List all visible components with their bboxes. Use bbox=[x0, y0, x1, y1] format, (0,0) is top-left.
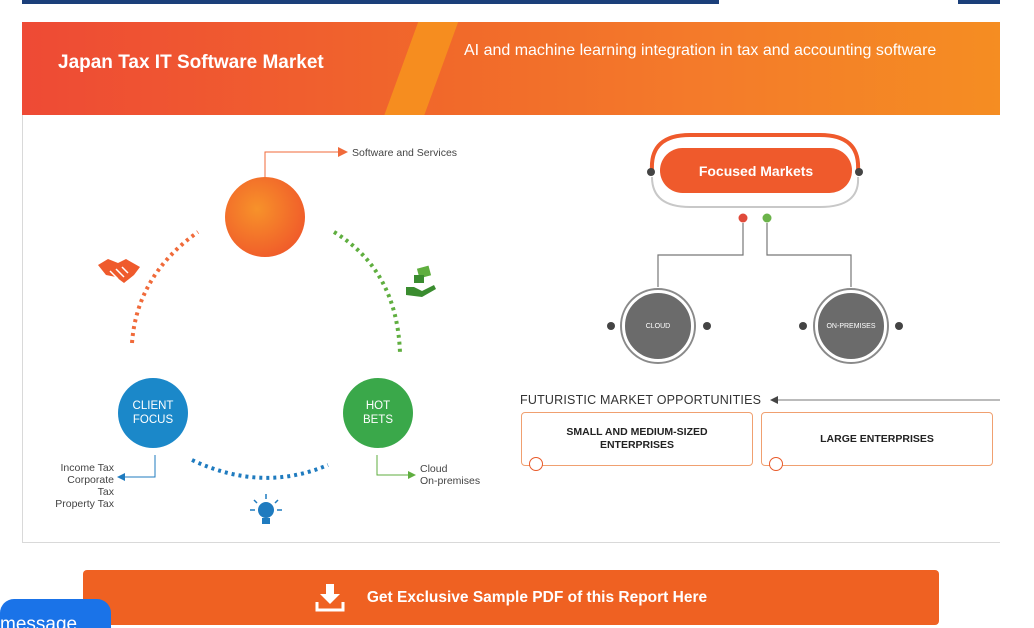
handshake-icon bbox=[98, 259, 140, 283]
banner-slant-decoration bbox=[378, 22, 462, 115]
deployment-list: Cloud On-premises bbox=[420, 463, 480, 487]
top-label: Software and Services bbox=[352, 147, 458, 159]
chat-message-tab[interactable]: message bbox=[0, 599, 111, 628]
client-focus-circle: CLIENT FOCUS bbox=[118, 378, 188, 448]
tax-type-item: Corporate Tax bbox=[67, 474, 114, 498]
opportunity-knob bbox=[769, 457, 783, 471]
deployment-item: Cloud bbox=[420, 463, 448, 475]
tax-types-list: Income Tax Corporate Tax Property Tax bbox=[52, 462, 114, 510]
focused-markets-label: Focused Markets bbox=[660, 148, 852, 193]
hot-bets-circle: HOT BETS bbox=[343, 378, 413, 448]
download-sample-button[interactable]: Get Exclusive Sample PDF of this Report … bbox=[83, 570, 939, 625]
opportunity-box-large: LARGE ENTERPRISES bbox=[761, 412, 993, 471]
focused-markets-panel: Focused Markets CLOUD ON-PREMISES FUTURI… bbox=[520, 115, 1000, 543]
markets-connectors bbox=[607, 133, 1000, 404]
banner-title: Japan Tax IT Software Market bbox=[58, 52, 324, 73]
report-banner: Japan Tax IT Software Market AI and mach… bbox=[22, 22, 1000, 115]
cloud-circle: CLOUD bbox=[622, 290, 694, 362]
diagram-connectors bbox=[117, 147, 416, 481]
top-divider-right bbox=[958, 0, 1000, 4]
opportunity-label: SMALL AND MEDIUM-SIZED ENTERPRISES bbox=[566, 426, 708, 451]
market-diagram: Software and Services CLIENT FOCUS HOT B… bbox=[22, 115, 522, 543]
download-icon bbox=[315, 583, 345, 611]
tax-type-item: Property Tax bbox=[55, 498, 114, 510]
opportunity-label: LARGE ENTERPRISES bbox=[820, 432, 934, 445]
banner-subtitle: AI and machine learning integration in t… bbox=[464, 42, 937, 59]
opportunity-box-sme: SMALL AND MEDIUM-SIZED ENTERPRISES bbox=[521, 412, 753, 471]
opportunity-knob bbox=[529, 457, 543, 471]
opportunities-title: FUTURISTIC MARKET OPPORTUNITIES bbox=[520, 393, 762, 407]
infographic-frame bbox=[22, 115, 1000, 543]
download-sample-label: Get Exclusive Sample PDF of this Report … bbox=[366, 588, 708, 606]
lightbulb-icon bbox=[250, 494, 282, 524]
money-hand-icon bbox=[406, 265, 436, 297]
chat-message-label: message bbox=[0, 614, 78, 628]
tax-type-item: Income Tax bbox=[60, 462, 115, 474]
deployment-item: On-premises bbox=[420, 475, 481, 487]
on-premises-circle: ON-PREMISES bbox=[815, 290, 887, 362]
top-circle bbox=[225, 177, 305, 257]
top-divider bbox=[22, 0, 719, 4]
